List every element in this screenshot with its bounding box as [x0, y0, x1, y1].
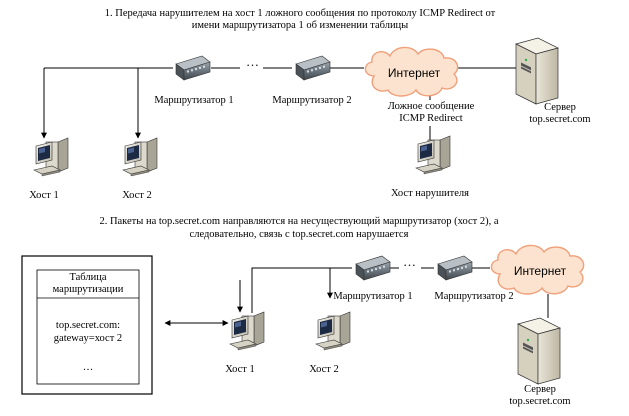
scenario-2: [21, 244, 585, 395]
server-icon: [515, 37, 559, 105]
network-links: [41, 67, 516, 140]
router-1-icon: [175, 55, 211, 81]
router-2-icon: [437, 255, 473, 281]
routing-table: [36, 269, 140, 385]
router-1-label: Маршрутизатор 1: [154, 95, 234, 106]
scenario-1: [33, 37, 559, 177]
routing-entry-line-1: top.secret.com:: [55, 320, 121, 331]
host-2-label: Хост 2: [122, 190, 152, 201]
router-2-icon: [295, 55, 331, 81]
ellipsis-label: …: [246, 54, 259, 69]
routing-table-ellipsis: …: [82, 362, 94, 373]
host-1-label: Хост 1: [225, 364, 255, 375]
caption-2-line-1: 2. Пакеты на top.secret.com направляются…: [99, 216, 499, 227]
caption-2-line-2: следовательно, связь с top.secret.com на…: [189, 229, 409, 240]
routing-entry-line-2: gateway=хост 2: [53, 333, 123, 344]
caption-1-line-2: имени маршрутизатора 1 об изменении табл…: [191, 20, 409, 31]
attacker-host-icon: [415, 135, 451, 175]
server-label-line-1: Сервер: [544, 102, 576, 113]
router-1-label: Маршрутизатор 1: [333, 291, 413, 302]
attacker-host-label: Хост нарушителя: [391, 188, 469, 199]
host-1-icon: [229, 311, 265, 351]
host-2-icon: [315, 311, 351, 351]
host-2-icon: [122, 137, 158, 177]
server-label-line-1: Сервер: [524, 384, 556, 395]
host-1-label: Хост 1: [29, 190, 59, 201]
network-links: [164, 267, 549, 326]
routing-table-title-line-1: Таблица: [69, 272, 107, 283]
host-1-icon: [33, 137, 69, 177]
router-2-label: Маршрутизатор 2: [434, 291, 514, 302]
fake-message-label-line-2: ICMP Redirect: [399, 113, 463, 124]
server-icon: [517, 317, 561, 385]
ellipsis-label: …: [403, 254, 416, 269]
caption-1-line-1: 1. Передача нарушителем на хост 1 ложног…: [104, 8, 496, 19]
host-2-label: Хост 2: [309, 364, 339, 375]
server-label-line-2: top.secret.com: [509, 396, 571, 407]
routing-table-title-line-2: маршрутизации: [52, 284, 124, 295]
internet-label: Интернет: [513, 264, 567, 278]
router-2-label: Маршрутизатор 2: [272, 95, 352, 106]
server-label-line-2: top.secret.com: [529, 114, 591, 125]
router-1-icon: [355, 255, 391, 281]
internet-label: Интернет: [387, 66, 441, 80]
fake-message-label-line-1: Ложное сообщение: [387, 101, 475, 112]
